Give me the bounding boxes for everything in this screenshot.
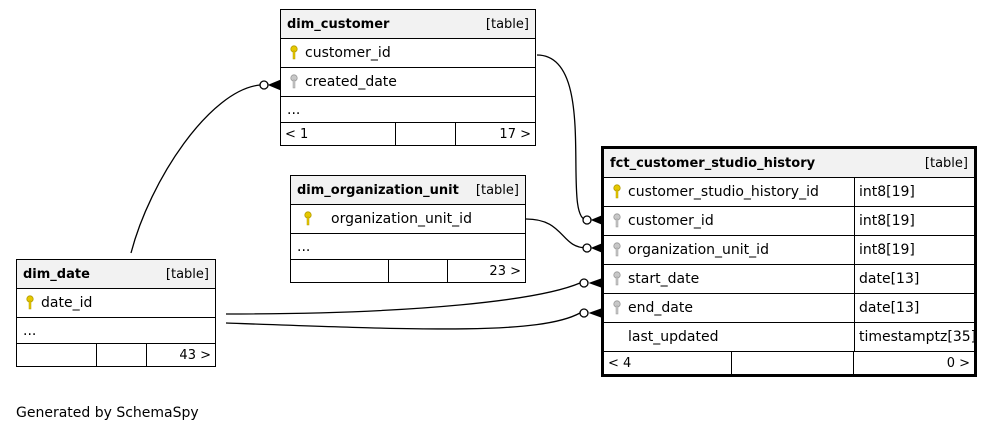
column-name: end_date	[628, 300, 693, 316]
table-footer: 43 >	[17, 344, 215, 366]
column-row[interactable]: end_date date[13]	[604, 294, 974, 323]
column-name: customer_id	[305, 45, 391, 61]
table-dim-organization-unit[interactable]: dim_organization_unit [table] organizati…	[290, 175, 526, 283]
table-dim-date[interactable]: dim_date [table] date_id ... 43 >	[16, 259, 216, 367]
foreign-key-icon	[608, 300, 626, 316]
parents-count	[291, 260, 389, 282]
column-row[interactable]: customer_id int8[19]	[604, 207, 974, 236]
foreign-key-icon	[608, 213, 626, 229]
column-name: organization_unit_id	[628, 242, 769, 258]
table-header: dim_date [table]	[17, 260, 215, 289]
parents-count: < 1	[281, 123, 396, 145]
table-kind: [table]	[165, 266, 209, 282]
column-row[interactable]: customer_id	[281, 39, 535, 68]
column-type: int8[19]	[854, 207, 915, 235]
relation-start-date	[225, 282, 581, 315]
table-footer: < 4 0 >	[604, 352, 974, 374]
relation-organization-unit-id	[525, 218, 588, 249]
optional-marker	[259, 80, 269, 90]
table-footer: < 1 17 >	[281, 123, 535, 145]
more-columns: ...	[281, 97, 535, 123]
column-type: int8[19]	[854, 236, 915, 264]
column-name: date_id	[41, 295, 93, 311]
foreign-key-icon	[285, 74, 303, 90]
optional-marker	[582, 243, 592, 253]
optional-marker	[579, 308, 589, 318]
table-name: dim_date	[23, 266, 90, 282]
children-count: 17 >	[499, 126, 531, 142]
children-count: 23 >	[489, 263, 521, 279]
primary-key-icon	[285, 45, 303, 61]
foreign-key-icon	[608, 242, 626, 258]
primary-key-icon	[608, 184, 626, 200]
foreign-key-icon	[608, 271, 626, 287]
table-kind: [table]	[485, 16, 529, 32]
more-columns: ...	[291, 234, 525, 260]
parents-count	[17, 344, 97, 366]
table-kind: [table]	[924, 155, 968, 171]
generated-by-label: Generated by SchemaSpy	[16, 405, 199, 421]
table-header: dim_customer [table]	[281, 10, 535, 39]
table-name: fct_customer_studio_history	[610, 155, 816, 171]
more-columns: ...	[17, 318, 215, 344]
primary-key-icon	[21, 295, 39, 311]
table-dim-customer[interactable]: dim_customer [table] customer_id created…	[280, 9, 536, 146]
column-type: timestamptz[35]	[854, 323, 976, 351]
column-row[interactable]: last_updated timestamptz[35]	[604, 323, 976, 352]
column-type: date[13]	[854, 294, 919, 322]
column-row[interactable]: organization_unit_id	[291, 205, 525, 234]
parents-count: < 4	[604, 352, 732, 374]
column-name: start_date	[628, 271, 700, 287]
column-row[interactable]: organization_unit_id int8[19]	[604, 236, 974, 265]
column-row[interactable]: start_date date[13]	[604, 265, 974, 294]
table-header: dim_organization_unit [table]	[291, 176, 525, 205]
table-footer: 23 >	[291, 260, 525, 282]
table-fct-customer-studio-history[interactable]: fct_customer_studio_history [table] cust…	[601, 146, 977, 377]
table-name: dim_organization_unit	[297, 182, 459, 198]
column-name: created_date	[305, 74, 397, 90]
children-count: 43 >	[179, 347, 211, 363]
column-type: int8[19]	[854, 178, 915, 206]
optional-marker	[579, 278, 589, 288]
children-count: 0 >	[946, 355, 970, 371]
table-name: dim_customer	[287, 16, 390, 32]
column-row[interactable]: customer_studio_history_id int8[19]	[604, 178, 974, 207]
column-type: date[13]	[854, 265, 919, 293]
column-row[interactable]: created_date	[281, 68, 535, 97]
column-name: customer_studio_history_id	[628, 184, 819, 200]
optional-marker	[582, 215, 592, 225]
column-row[interactable]: date_id	[17, 289, 215, 318]
column-name: organization_unit_id	[331, 211, 472, 227]
relation-created-date	[130, 84, 261, 254]
column-name: last_updated	[628, 329, 719, 345]
relation-end-date	[225, 312, 581, 330]
table-header: fct_customer_studio_history [table]	[604, 149, 974, 178]
relation-customer-id	[536, 54, 588, 221]
column-name: customer_id	[628, 213, 714, 229]
primary-key-icon	[299, 211, 317, 227]
table-kind: [table]	[475, 182, 519, 198]
